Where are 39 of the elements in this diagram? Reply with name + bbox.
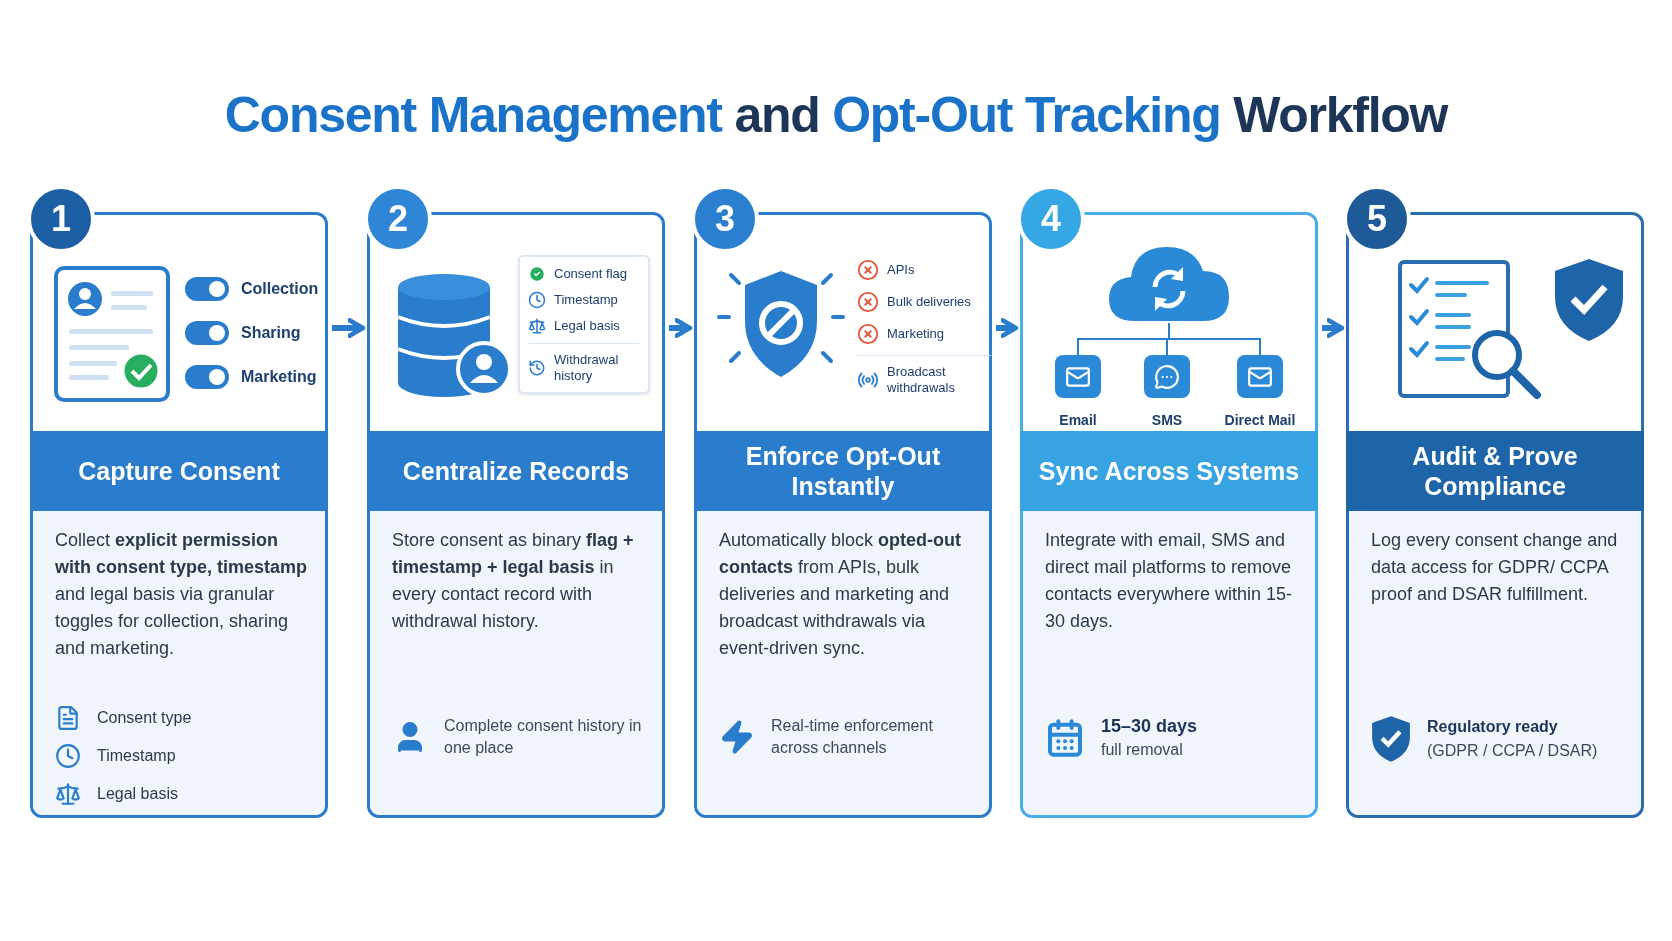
step-description: Store consent as binary flag + timestamp + legal basis in every contact record with withdrawal history. xyxy=(392,529,635,633)
step-heading: Centralize Records xyxy=(367,431,665,511)
step-heading: Capture Consent xyxy=(30,431,328,511)
panel-item: Timestamp xyxy=(554,292,618,308)
footer-note: 15–30 days xyxy=(1101,715,1198,737)
footer-note: Regulatory ready xyxy=(1427,717,1559,737)
connector-line xyxy=(1168,322,1261,356)
step-heading: Audit & Prove Compliance xyxy=(1346,431,1644,511)
panel-item: Legal basis xyxy=(554,318,620,334)
step-heading: Enforce Opt-Out Instantly xyxy=(694,431,992,511)
footer-note: (GDPR / CCPA / DSAR) xyxy=(1427,741,1598,761)
toggle-label: Marketing xyxy=(241,367,317,387)
footer-item: Consent type xyxy=(97,708,192,728)
channel-label: Email xyxy=(1059,411,1097,430)
footer-note: full removal xyxy=(1101,740,1184,760)
channel-label: SMS xyxy=(1151,411,1183,430)
footer-item: Legal basis xyxy=(97,784,178,804)
blocked-channel-label: Bulk deliveries xyxy=(887,294,971,310)
panel-item: Consent flag xyxy=(554,266,627,282)
arrow xyxy=(1322,318,1345,338)
step-description: Integrate with email, SMS and direct mail platforms to remove contacts everywhere within 15-30 days. xyxy=(1045,529,1294,633)
blocked-channel-label: Broadcast withdrawals xyxy=(887,364,956,396)
step-description: Log every consent change and data access for GDPR/ CCPA proof and DSAR fulfillment. xyxy=(1371,529,1619,606)
footer-item: Timestamp xyxy=(97,746,176,766)
diagram-title: Consent Management and Opt-Out Tracking Workflow xyxy=(223,86,1449,145)
step-heading: Sync Across Systems xyxy=(1020,431,1318,511)
blocked-channel-label: APIs xyxy=(887,262,915,278)
blocked-channel-label: Marketing xyxy=(887,326,945,342)
arrow xyxy=(332,318,366,338)
arrow xyxy=(996,318,1019,338)
step-description: Automatically block opted-out contacts from APIs, bulk deliveries and marketing and broadcast withdrawals via event-driven sync. xyxy=(719,529,963,660)
panel-item: Withdrawal history xyxy=(554,352,620,384)
toggle-label: Sharing xyxy=(241,323,301,343)
channel-label: Direct Mail xyxy=(1224,411,1296,430)
arrow xyxy=(669,318,693,338)
toggle-label: Collection xyxy=(241,279,319,299)
footer-note: Complete consent history in one place xyxy=(444,716,643,758)
step-description: Collect explicit permission with consent type, timestamp and legal basis via granular toggles for collection, sharing and marketing. xyxy=(55,529,309,660)
footer-note: Real-time enforcement across channels xyxy=(771,716,934,758)
